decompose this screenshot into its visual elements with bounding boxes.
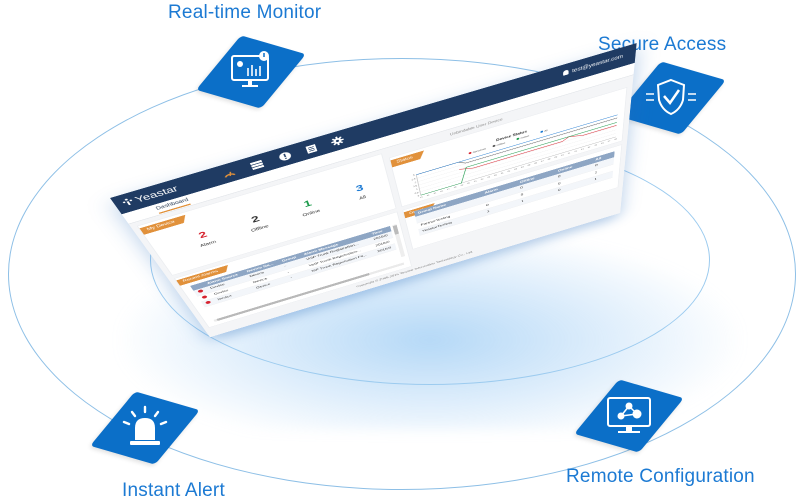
x-tick-label: 20 [467, 181, 471, 184]
x-tick-label: 04 [521, 165, 524, 168]
x-tick-label: 12 [574, 149, 577, 152]
alarms-vscroll-thumb[interactable] [393, 225, 399, 235]
x-tick-label: 00 [494, 173, 497, 176]
x-tick-label: 14 [588, 145, 591, 148]
alarm-dot-icon [205, 300, 211, 304]
legend-marker-online [516, 137, 519, 140]
x-tick-label: 15 [594, 143, 597, 146]
y-tick-label: 2 [414, 181, 416, 184]
alert-icon[interactable] [277, 150, 294, 163]
x-tick-label: 13 [420, 195, 424, 198]
stat-alarm[interactable]: 2Alarm [178, 224, 231, 252]
x-tick-label: 15 [433, 191, 437, 194]
gauge-icon[interactable] [220, 167, 238, 179]
log-icon[interactable] [303, 142, 319, 155]
x-tick-label: 01 [501, 171, 504, 174]
yeastar-logo-icon [121, 197, 135, 207]
x-tick-label: 05 [528, 163, 531, 166]
x-tick-label: 16 [440, 189, 444, 192]
dashboard-window: Yeastar test@yeastar.com Dashboard Unbin… [110, 43, 637, 337]
x-tick-label: 18 [453, 185, 457, 188]
x-tick-label: 14 [426, 193, 430, 196]
legend-marker-abnormal [469, 152, 472, 155]
x-tick-label: 19 [460, 183, 464, 186]
x-tick-label: 02 [507, 169, 510, 172]
x-tick-label: 11 [568, 151, 571, 154]
alarm-dot-icon [197, 289, 204, 293]
gear-icon[interactable] [329, 135, 345, 148]
stat-all[interactable]: 3All [336, 177, 384, 206]
x-tick-label: 16 [601, 141, 604, 144]
x-tick-label: 22 [480, 177, 484, 180]
x-tick-label: 13 [581, 147, 584, 150]
stat-offline[interactable]: 2Offline [231, 208, 282, 236]
stat-online[interactable]: 1Online [284, 193, 334, 222]
legend-marker-offline [493, 145, 496, 148]
x-tick-label: 18 [614, 137, 617, 140]
user-icon [563, 69, 568, 75]
alarm-dot-icon [201, 295, 207, 299]
device-list-icon[interactable] [248, 158, 265, 170]
x-tick-label: 23 [487, 175, 490, 178]
legend-label-abnormal: Abnormal [472, 147, 486, 154]
x-tick-label: 09 [554, 155, 557, 158]
x-tick-label: 10 [561, 153, 564, 156]
y-tick-label: 3 [413, 174, 416, 177]
x-tick-label: 07 [541, 159, 544, 162]
y-tick-label: 1 [416, 188, 418, 191]
legend-label-all: All [544, 129, 548, 133]
x-tick-label: 08 [548, 157, 551, 160]
x-tick-label: 03 [514, 167, 517, 170]
x-tick-label: 21 [474, 179, 478, 182]
legend-marker-all [540, 130, 543, 133]
x-tick-label: 17 [608, 139, 611, 142]
x-tick-label: 17 [447, 187, 451, 190]
x-tick-label: 06 [534, 161, 537, 164]
